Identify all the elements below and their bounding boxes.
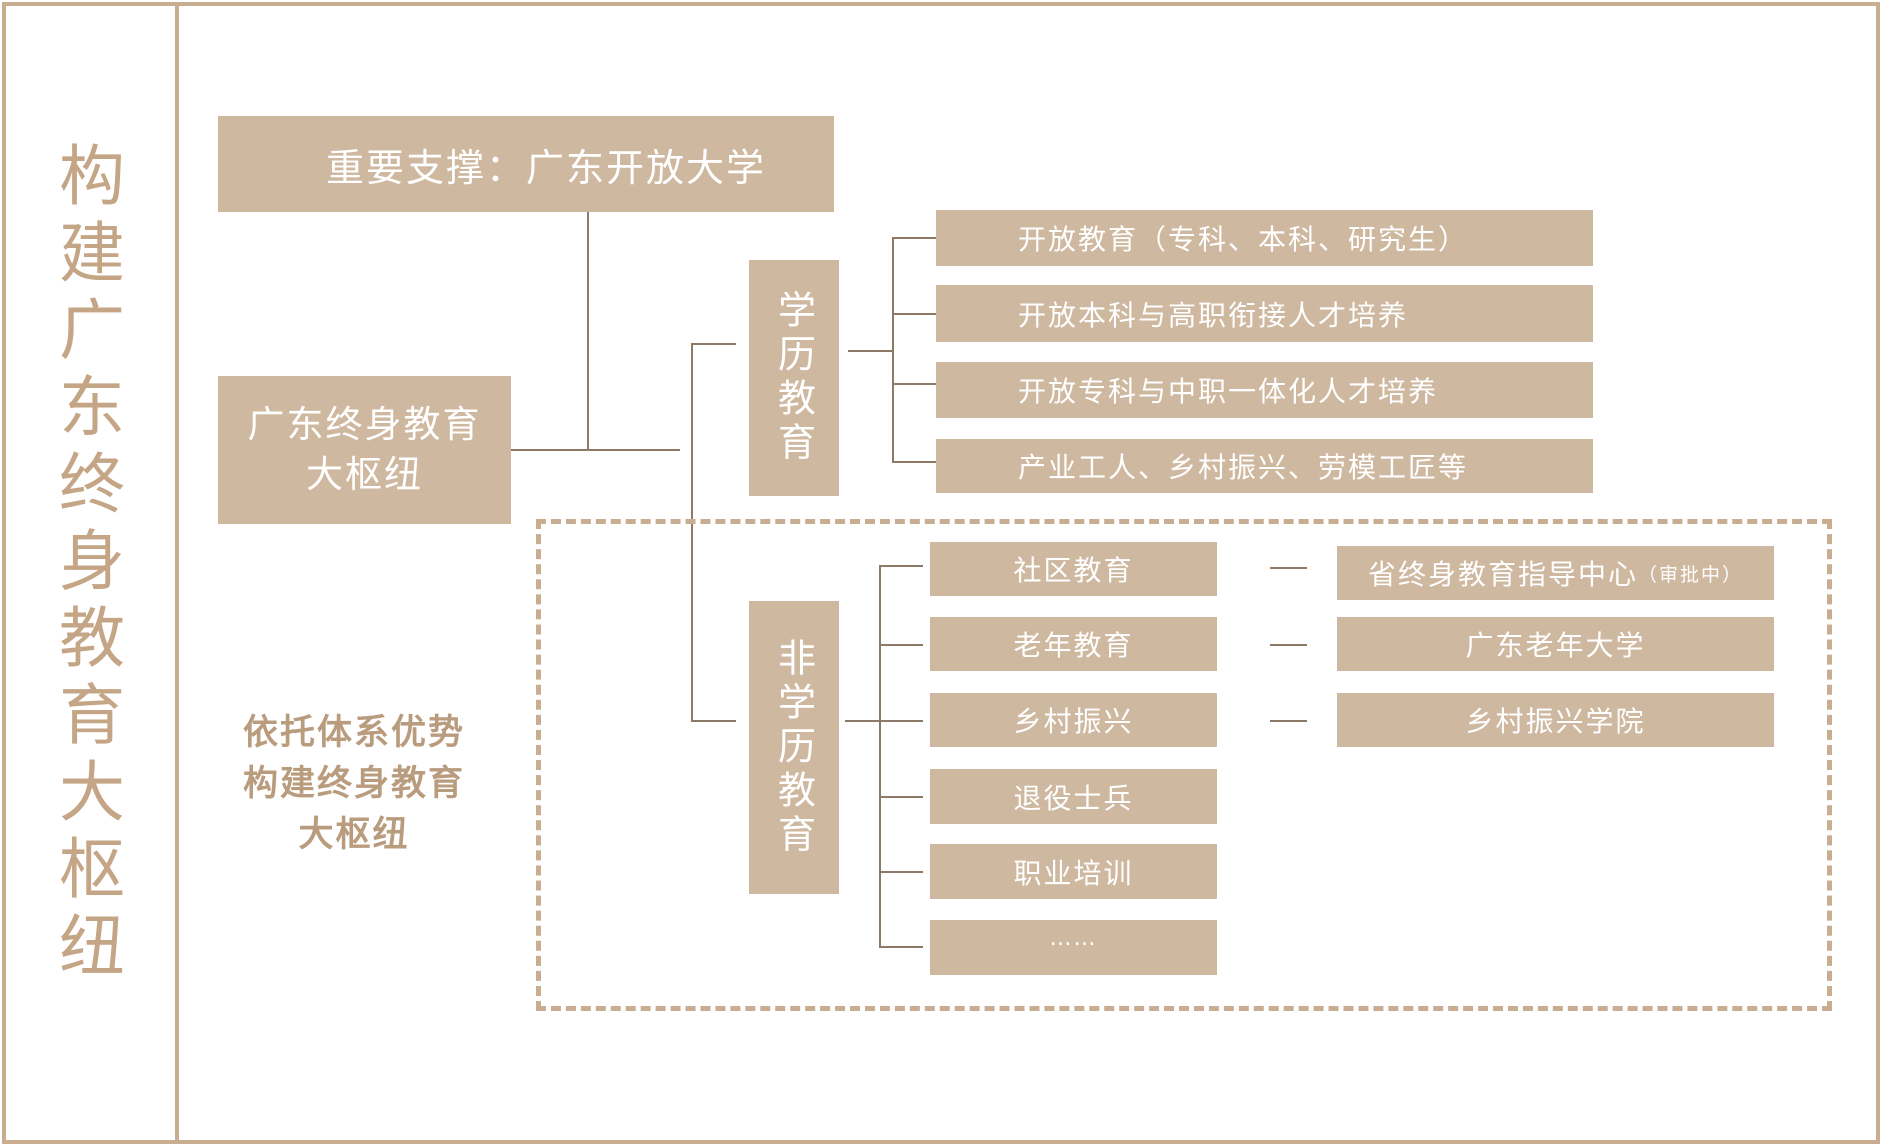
tagline-line: 依托体系优势 bbox=[242, 713, 465, 753]
tagline-line: 大枢纽 bbox=[298, 815, 410, 855]
institution-note: （审批中） bbox=[1638, 563, 1744, 586]
non-academic-item: 退役士兵 bbox=[930, 769, 1217, 824]
institution-box: 省终身教育指导中心（审批中） bbox=[1337, 546, 1774, 600]
connector-line bbox=[879, 644, 923, 646]
support-label: 重要支撑：广东开放大学 bbox=[325, 145, 766, 190]
non-academic-item-label: 乡村振兴 bbox=[1013, 705, 1134, 738]
connector-line bbox=[691, 720, 736, 722]
non-academic-item: 老年教育 bbox=[930, 617, 1217, 671]
non-academic-item: 社区教育 bbox=[930, 542, 1217, 596]
dash-connector bbox=[1270, 720, 1307, 722]
non-academic-item-label: 老年教育 bbox=[1013, 629, 1134, 662]
connector-line bbox=[691, 344, 693, 722]
academic-box: 学历教育 bbox=[749, 260, 839, 496]
connector-line bbox=[892, 237, 894, 463]
non-academic-item: …… bbox=[930, 920, 1217, 975]
connector-line bbox=[892, 383, 936, 385]
non-academic-box: 非学历教育 bbox=[749, 601, 839, 894]
academic-item: 开放专科与中职一体化人才培养 bbox=[936, 362, 1593, 418]
academic-item-label: 开放本科与高职衔接人才培养 bbox=[1018, 298, 1409, 332]
connector-line bbox=[879, 720, 923, 722]
connector-line bbox=[879, 871, 923, 873]
academic-item: 产业工人、乡村振兴、劳模工匠等 bbox=[936, 439, 1593, 493]
tagline: 依托体系优势 构建终身教育 大枢纽 bbox=[214, 708, 494, 861]
hub-box: 广东终身教育 大枢纽 bbox=[218, 376, 511, 524]
connector-line bbox=[848, 350, 893, 352]
connector-line bbox=[892, 461, 936, 463]
connector-line bbox=[892, 313, 936, 315]
non-academic-item-label: 退役士兵 bbox=[1013, 781, 1134, 815]
non-academic-item-label: 职业培训 bbox=[1013, 856, 1134, 890]
non-academic-item: 乡村振兴 bbox=[930, 693, 1217, 747]
institution-label: 省终身教育指导中心 bbox=[1367, 558, 1638, 591]
support-box: 重要支撑：广东开放大学 bbox=[218, 116, 834, 212]
dash-connector bbox=[1270, 567, 1307, 569]
tagline-line: 构建终身教育 bbox=[242, 764, 465, 804]
institution-label: 乡村振兴学院 bbox=[1465, 705, 1646, 738]
non-academic-item-label: …… bbox=[1049, 926, 1098, 951]
hub-line-2: 大枢纽 bbox=[306, 453, 423, 496]
connector-line bbox=[511, 449, 680, 451]
hub-line-1: 广东终身教育 bbox=[247, 403, 482, 446]
institution-box: 广东老年大学 bbox=[1337, 617, 1774, 671]
academic-item: 开放教育（专科、本科、研究生） bbox=[936, 210, 1593, 266]
academic-item-label: 开放专科与中职一体化人才培养 bbox=[1018, 375, 1439, 408]
connector-line bbox=[691, 343, 736, 345]
academic-label: 学历教育 bbox=[771, 290, 816, 466]
non-academic-label: 非学历教育 bbox=[771, 637, 816, 858]
connector-line bbox=[879, 565, 881, 948]
connector-line bbox=[879, 796, 923, 798]
title-divider bbox=[175, 4, 179, 1140]
connector-line bbox=[892, 237, 936, 239]
non-academic-item: 职业培训 bbox=[930, 844, 1217, 899]
academic-item-label: 开放教育（专科、本科、研究生） bbox=[1018, 223, 1469, 256]
academic-item: 开放本科与高职衔接人才培养 bbox=[936, 285, 1593, 342]
dash-connector bbox=[1270, 644, 1307, 646]
connector-line bbox=[879, 946, 923, 948]
non-academic-region bbox=[536, 519, 1832, 1011]
institution-box: 乡村振兴学院 bbox=[1337, 693, 1774, 747]
institution-label: 广东老年大学 bbox=[1465, 629, 1646, 662]
non-academic-item-label: 社区教育 bbox=[1013, 554, 1134, 587]
vertical-title: 构建广东终身教育大枢纽 bbox=[59, 138, 125, 985]
connector-line bbox=[845, 720, 881, 722]
connector-line bbox=[879, 565, 923, 567]
connector-line bbox=[587, 212, 589, 451]
academic-item-label: 产业工人、乡村振兴、劳模工匠等 bbox=[1018, 451, 1469, 484]
